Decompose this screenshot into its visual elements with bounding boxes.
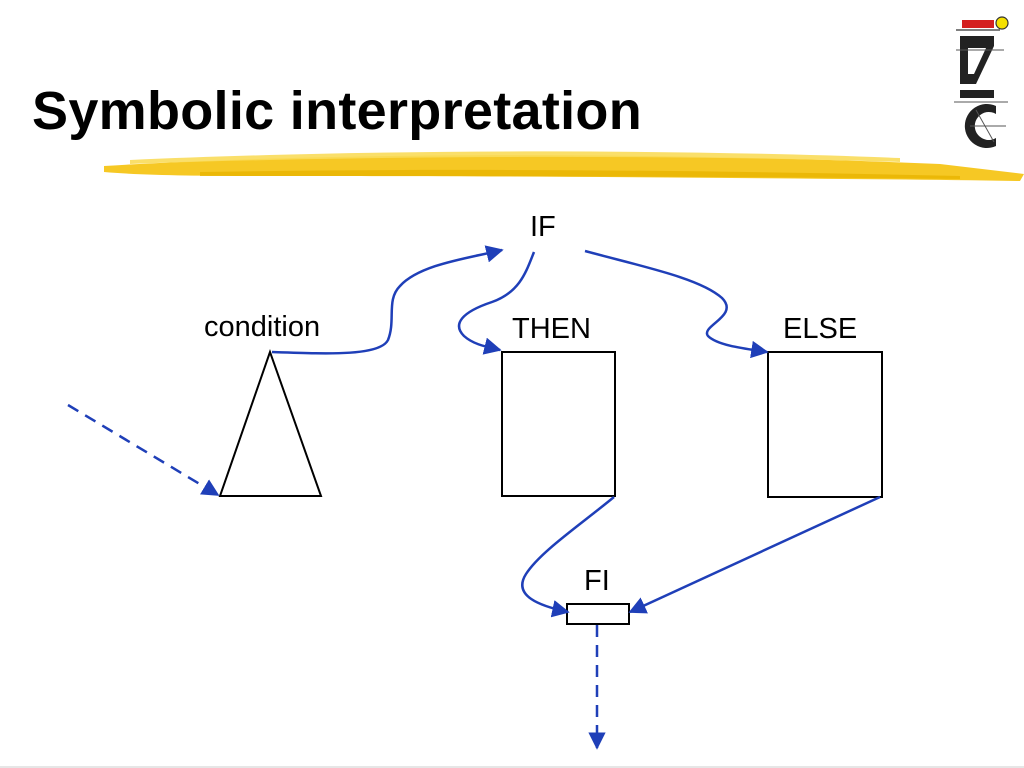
fi-box [566, 603, 630, 625]
else-box [767, 351, 883, 498]
edge-if-to-else [584, 249, 769, 359]
label-fi: FI [584, 565, 610, 597]
edge-condition-to-if [271, 245, 504, 355]
label-then: THEN [512, 313, 591, 345]
title-underline [104, 151, 1024, 181]
edge-then-to-fi [521, 496, 615, 618]
slide-title: Symbolic interpretation [32, 81, 642, 141]
iaic-logo [954, 16, 1009, 148]
edge-if-to-then [457, 251, 536, 355]
condition-triangle [218, 348, 323, 497]
bottom-rule [0, 766, 1024, 768]
entry-dashed-arrow [67, 403, 220, 497]
label-else: ELSE [783, 313, 857, 345]
edge-else-to-fi [628, 495, 881, 614]
label-if: IF [530, 211, 556, 243]
then-box [501, 351, 616, 497]
label-condition: condition [204, 311, 320, 343]
